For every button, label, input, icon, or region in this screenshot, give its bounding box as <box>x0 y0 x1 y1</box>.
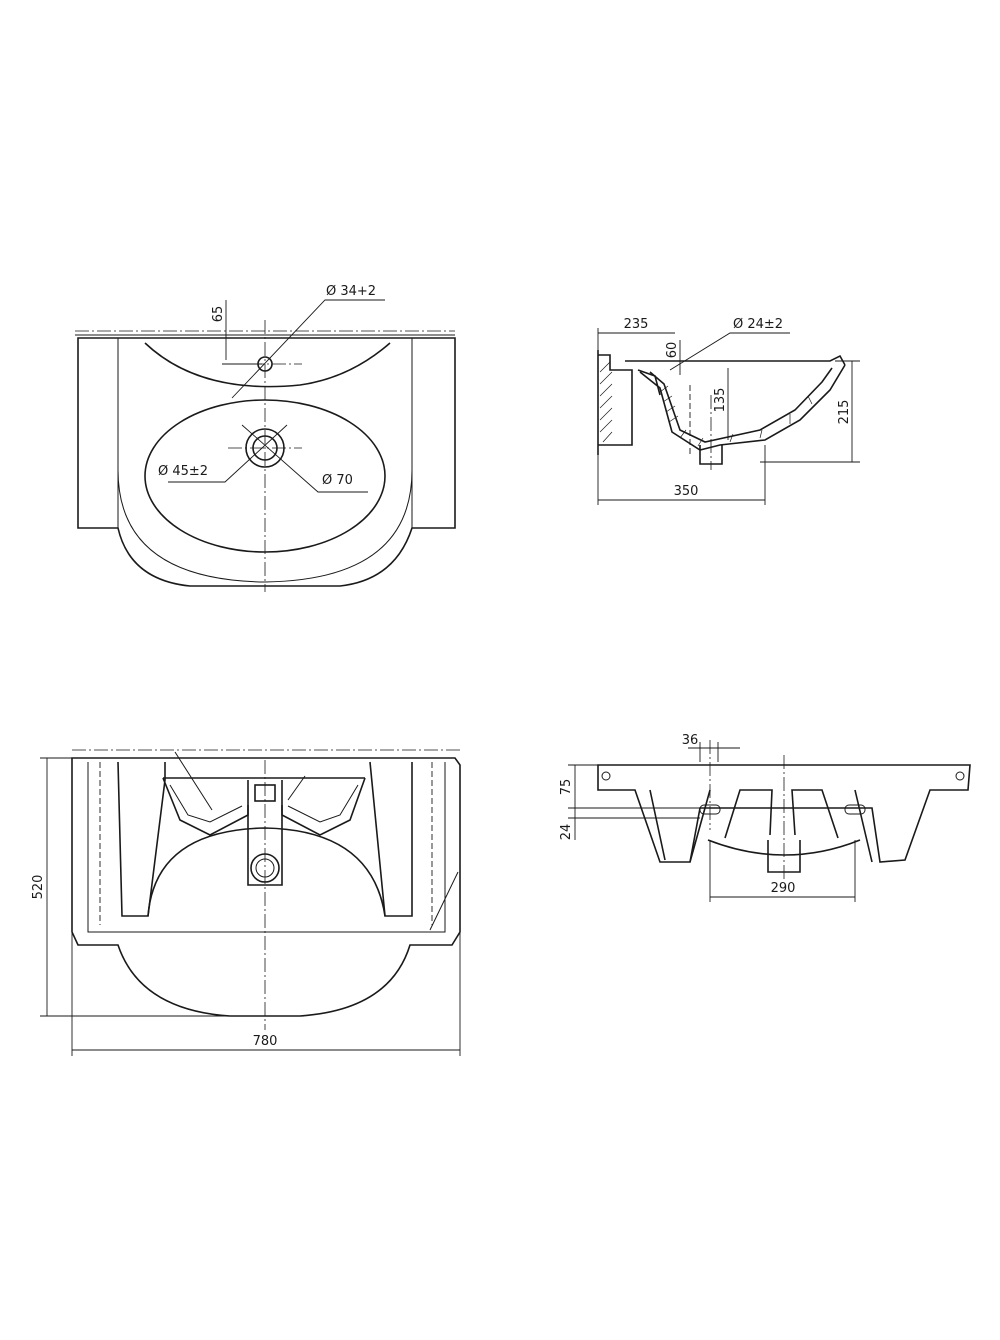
side-section-view: 235 Ø 24±2 60 135 215 350 <box>597 317 860 505</box>
section-bowl-outer <box>639 364 846 451</box>
dim-215: 215 <box>837 400 852 425</box>
mount-slot-right <box>844 804 866 815</box>
dim-75: 75 <box>559 779 574 796</box>
basin-outline <box>77 337 456 587</box>
drain-post <box>247 805 283 886</box>
dim-overflow: Ø 24±2 <box>733 317 783 332</box>
dim-height: 520 <box>31 875 46 900</box>
front-view: 36 75 24 290 <box>559 733 971 902</box>
dim-235: 235 <box>624 317 649 332</box>
drain-outer <box>245 428 285 468</box>
bottom-outline <box>71 757 461 1017</box>
section-rim <box>625 354 846 366</box>
dim-tap-hole: Ø 34+2 <box>326 284 376 299</box>
front-rim <box>597 764 971 863</box>
dim-135: 135 <box>713 388 728 413</box>
drain-inner <box>252 435 278 461</box>
dim-tap-offset: 65 <box>211 306 226 323</box>
dim-290: 290 <box>771 881 796 896</box>
dim-drain: Ø 45±2 <box>158 464 208 479</box>
section-bowl-inner <box>649 367 833 443</box>
bottom-view: 520 780 <box>31 749 461 1056</box>
dim-36: 36 <box>682 733 699 748</box>
dim-60: 60 <box>665 342 680 359</box>
dim-350: 350 <box>674 484 699 499</box>
dim-drain-outer: Ø 70 <box>322 473 353 488</box>
dim-width: 780 <box>253 1034 278 1049</box>
top-view: 65 Ø 34+2 Ø 45±2 Ø 70 <box>75 284 456 592</box>
dim-24: 24 <box>559 824 574 841</box>
